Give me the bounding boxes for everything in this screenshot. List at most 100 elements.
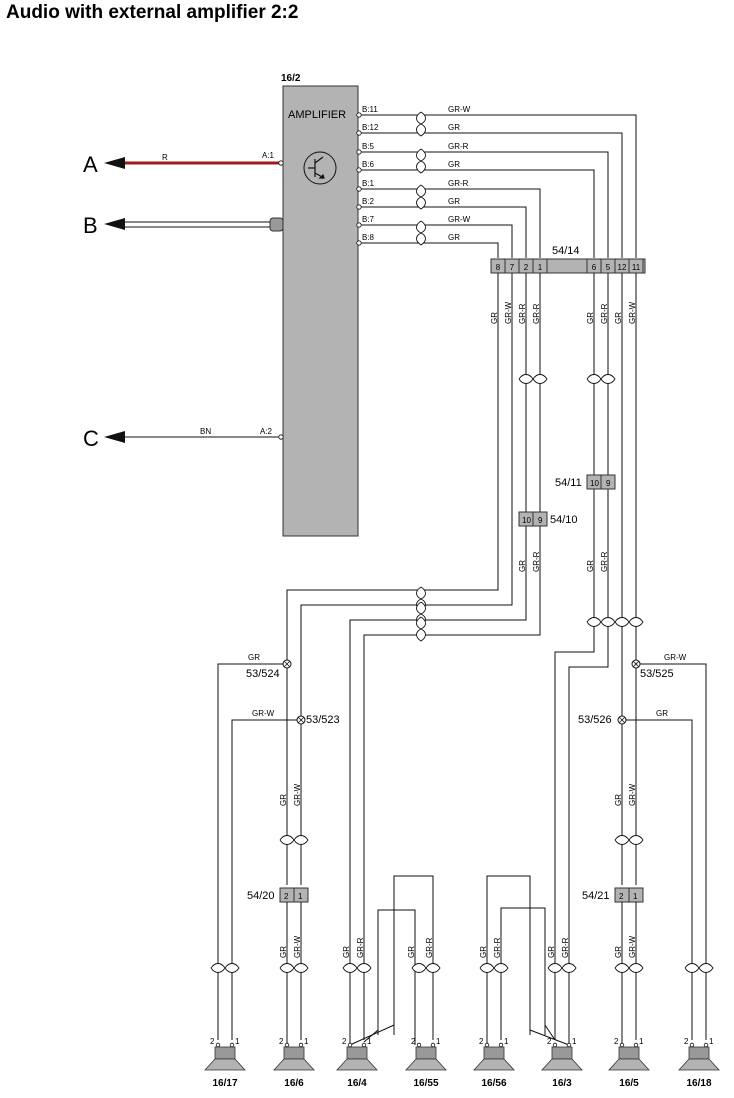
amplifier-wire-color: GR-R [448, 179, 469, 188]
speaker-pin-plus: 1 [504, 1037, 509, 1046]
speaker-pin-plus: 1 [436, 1037, 441, 1046]
wire-color-label: GR [490, 312, 499, 324]
splice-523-label: 53/523 [306, 714, 340, 726]
amplifier-pin [356, 204, 362, 210]
connector-54-20-pin-b: 1 [298, 892, 303, 901]
wire-color-label: GR-R [600, 303, 609, 324]
speaker-label: 16/5 [619, 1078, 639, 1089]
amplifier-wire-color: GR [448, 160, 460, 169]
connector-54-10-pin-a: 10 [522, 516, 531, 525]
connector-54-11: 10 9 54/11 [555, 474, 616, 490]
wire-color-label: GR [279, 946, 288, 958]
connector-54-10-label: 54/10 [550, 514, 578, 526]
wire-color-label: GR-W [293, 783, 302, 806]
speaker-magnet-icon [618, 1046, 640, 1060]
input-b: B [83, 213, 284, 238]
speaker-pin-plus: 1 [304, 1037, 309, 1046]
amplifier-pin [356, 186, 362, 192]
splice-53-525: GR-W 53/525 [635, 653, 707, 1040]
connector-54-20-label: 54/20 [247, 890, 275, 902]
wire-color-label: GR-R [518, 303, 527, 324]
wire-color-label: GR [479, 946, 488, 958]
arrow-c-icon [104, 431, 125, 443]
connector-54-14-pin: 8 [496, 263, 501, 272]
wire-color-label: GR [407, 946, 416, 958]
input-c-letter: C [83, 426, 99, 451]
connector-54-14-pin: 5 [606, 263, 611, 272]
twist-marker [684, 963, 714, 973]
speaker-cone-icon [678, 1058, 720, 1071]
transistor-icon [303, 151, 337, 185]
pin-a1-label: A:1 [262, 151, 275, 160]
amplifier-pin [356, 149, 362, 155]
speaker-label: 16/4 [347, 1078, 367, 1089]
connector-54-21-pin-b: 1 [633, 892, 638, 901]
input-b-letter: B [83, 213, 98, 238]
speaker-label: 16/17 [212, 1078, 237, 1089]
amplifier-wire-color: GR [448, 233, 460, 242]
twist-marker [614, 835, 644, 845]
speaker-pin-minus: 2 [210, 1037, 215, 1046]
amplifier-pin-label: B:1 [362, 179, 375, 188]
twist-marker [518, 374, 548, 384]
speaker-cone-icon [405, 1058, 447, 1071]
speaker-magnet-icon [551, 1046, 573, 1060]
amplifier-pin-label: B:11 [362, 105, 378, 114]
speaker-magnet-icon [415, 1046, 437, 1060]
arrow-b-icon [104, 218, 125, 230]
twist-marker [416, 220, 426, 246]
amplifier-pin-label: B:6 [362, 160, 375, 169]
speaker-pin-plus: 1 [235, 1037, 240, 1046]
wire-color-label: GR-R [493, 937, 502, 958]
wire-color-label: GR-R [356, 937, 365, 958]
wire-color-label: GR-W [628, 301, 637, 324]
twist-marker [279, 835, 309, 845]
wire-color-label: GR [518, 560, 527, 572]
input-a-color: R [162, 153, 168, 162]
connector-54-14-pin: 6 [592, 263, 597, 272]
splice-53-526: GR 53/526 [578, 709, 693, 1040]
twist-marker [416, 616, 426, 642]
speaker-magnet-icon [214, 1046, 236, 1060]
amplifier-pin [356, 167, 362, 173]
amplifier-pin [356, 222, 362, 228]
wire-color-label: GR [342, 946, 351, 958]
wire-color-label: GR [279, 794, 288, 806]
splice-points [282, 659, 641, 725]
amplifier-pin-label: B:12 [362, 123, 379, 132]
speaker-label: 16/6 [284, 1078, 304, 1089]
twist-marker [547, 963, 577, 973]
connector-54-14-pin: 7 [510, 263, 515, 272]
connector-54-11-pin-b: 9 [606, 479, 611, 488]
wire-color-label: GR-W [293, 935, 302, 958]
amplifier-pin [356, 112, 362, 118]
splice-525-wire: GR-W [664, 653, 687, 662]
twist-marker [614, 963, 644, 973]
speaker-label: 16/18 [686, 1078, 711, 1089]
speaker-pin-minus: 2 [614, 1037, 619, 1046]
splice-524-wire: GR [248, 653, 260, 662]
splice-523-wire: GR-W [252, 709, 275, 718]
twist-marker [586, 617, 616, 627]
twist-marker [479, 963, 509, 973]
amplifier-wire-color: GR [448, 123, 460, 132]
speaker-16-17: 2 1 16/17 [204, 1037, 246, 1089]
splice-526-label: 53/526 [578, 714, 612, 726]
diagram-title: Audio with external amplifier 2:2 [6, 2, 299, 23]
speaker-magnet-icon [688, 1046, 710, 1060]
speaker-cone-icon [336, 1058, 378, 1071]
amplifier-label: AMPLIFIER [288, 109, 346, 121]
amplifier-pin-label: B:7 [362, 215, 375, 224]
wire-color-label: GR [614, 946, 623, 958]
connector-54-11-pin-a: 10 [590, 479, 599, 488]
speaker-pin-minus: 2 [547, 1037, 552, 1046]
connector-54-14-pin: 11 [632, 263, 641, 272]
